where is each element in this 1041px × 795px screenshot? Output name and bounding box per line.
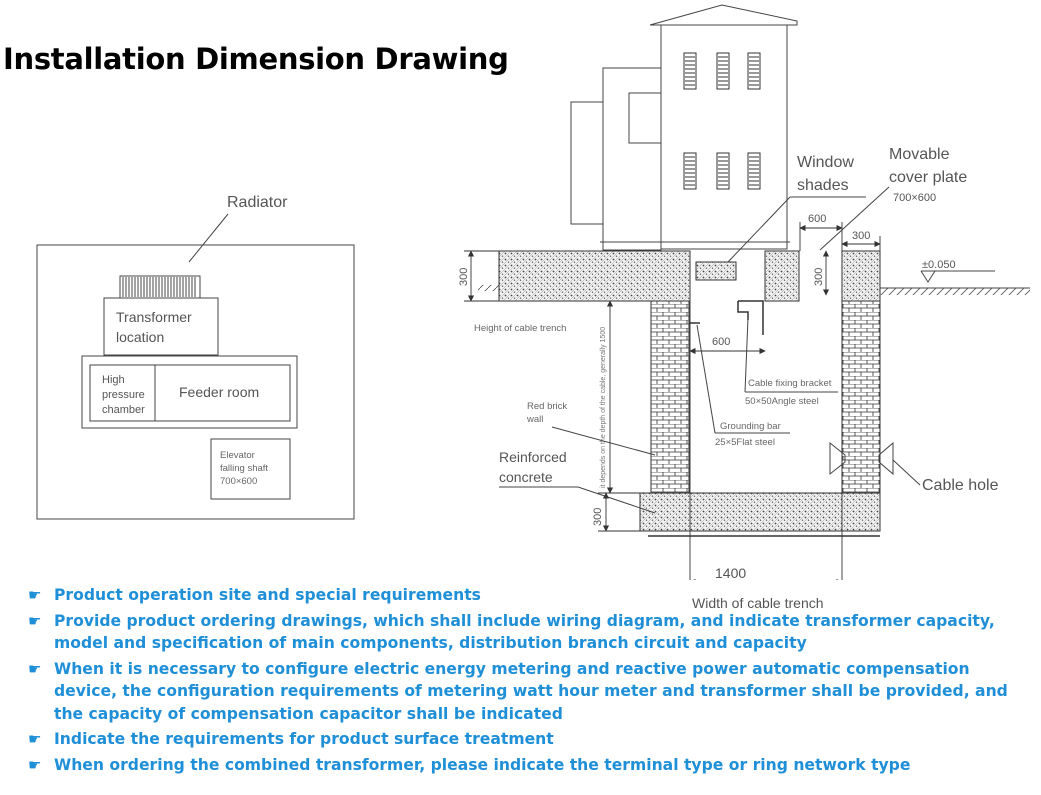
requirement-item: ☛ Provide product ordering drawings, whic…: [28, 610, 1033, 655]
window-shades-leader-2: [727, 196, 791, 263]
level-mark-label: ±0.050: [922, 259, 956, 271]
requirements-list: ☛ Product operation site and special requ…: [28, 584, 1033, 779]
reinforced-concrete-leader-2: [577, 486, 656, 514]
pointing-hand-icon: ☛: [28, 730, 42, 748]
red-brick-wall-left: [650, 300, 690, 494]
dim-300-left: 300: [458, 268, 470, 286]
cable-hole-label: Cable hole: [922, 477, 999, 494]
pointing-hand-icon: ☛: [28, 611, 42, 630]
requirement-item: ☛ When it is necessary to configure elect…: [28, 658, 1033, 726]
switchgear-outer-box: [81, 355, 298, 429]
requirement-item: ☛ Product operation site and special requ…: [28, 584, 1033, 607]
dim-300-right: 300: [852, 230, 870, 242]
slab-left: [498, 250, 691, 302]
dim-600-top: 600: [808, 213, 826, 225]
requirement-text: Product operation site and special requi…: [54, 586, 481, 604]
red-brick-wall-right: [841, 300, 881, 494]
grounding-bar-label: Grounding bar: [720, 421, 781, 432]
page-title: Installation Dimension Drawing: [3, 42, 509, 76]
dim-1400-label: 1400: [715, 565, 746, 580]
pointing-hand-icon: ☛: [28, 755, 42, 774]
dim-300-bottom: 300: [592, 508, 604, 526]
width-of-cable-trench-label: Width of cable trench: [692, 595, 824, 611]
cover-plate-size-label: 700×600: [893, 192, 936, 204]
elevator-shaft-box: [210, 438, 291, 500]
requirement-text: Provide product ordering drawings, which…: [54, 611, 995, 653]
cable-hole-funnel-left: [829, 441, 846, 476]
requirement-item: ☛ Indicate the requirements for product s…: [28, 728, 1033, 751]
pointing-hand-icon: ☛: [28, 659, 42, 678]
switchgear-inner-box: [89, 364, 291, 422]
cable-hole-leader: [892, 459, 921, 486]
requirement-text: Indicate the requirements for product su…: [54, 730, 554, 748]
transformer-location-box: [103, 297, 219, 356]
ground-hatch-right: [880, 288, 1030, 295]
grounding-bar-leader-2: [696, 324, 716, 434]
level-mark-icon: [920, 270, 995, 283]
plan-outer-border: [36, 244, 355, 520]
slab-right: [841, 250, 881, 302]
requirement-item: ☛ When ordering the combined transformer,…: [28, 754, 1033, 777]
angle-steel-label: 50×50Angle steel: [745, 396, 819, 407]
radiator-leader: [188, 213, 229, 263]
cable-hole-funnel-right: [878, 441, 894, 476]
radiator-label: Radiator: [227, 194, 288, 211]
dim-300-inner: 300: [813, 268, 825, 286]
red-brick-wall-leader: [551, 426, 656, 456]
dim-600-inner: 600: [712, 336, 730, 348]
feeder-room-label: Feeder room: [179, 384, 259, 400]
cable-fixing-bracket: [737, 300, 764, 335]
louver-vents-icon: [683, 52, 761, 190]
requirement-text: When it is necessary to configure electr…: [54, 659, 1008, 723]
trench-floor-concrete: [639, 492, 881, 532]
vertical-note: it depends on the depth of the cable, ge…: [600, 327, 607, 488]
window-shade-grille: [695, 261, 737, 281]
flat-steel-label: 25×5Flat steel: [715, 437, 775, 448]
bracket-leader-2: [744, 317, 749, 393]
height-of-cable-trench-label: Height of cable trench: [474, 323, 566, 334]
requirement-text: When ordering the combined transformer, …: [54, 755, 911, 774]
pointing-hand-icon: ☛: [28, 586, 42, 604]
cover-plate-leader: [819, 186, 890, 251]
slab-middle: [764, 250, 800, 302]
cable-fixing-bracket-label: Cable fixing bracket: [748, 378, 832, 389]
transformer-cabinet: [570, 4, 798, 251]
